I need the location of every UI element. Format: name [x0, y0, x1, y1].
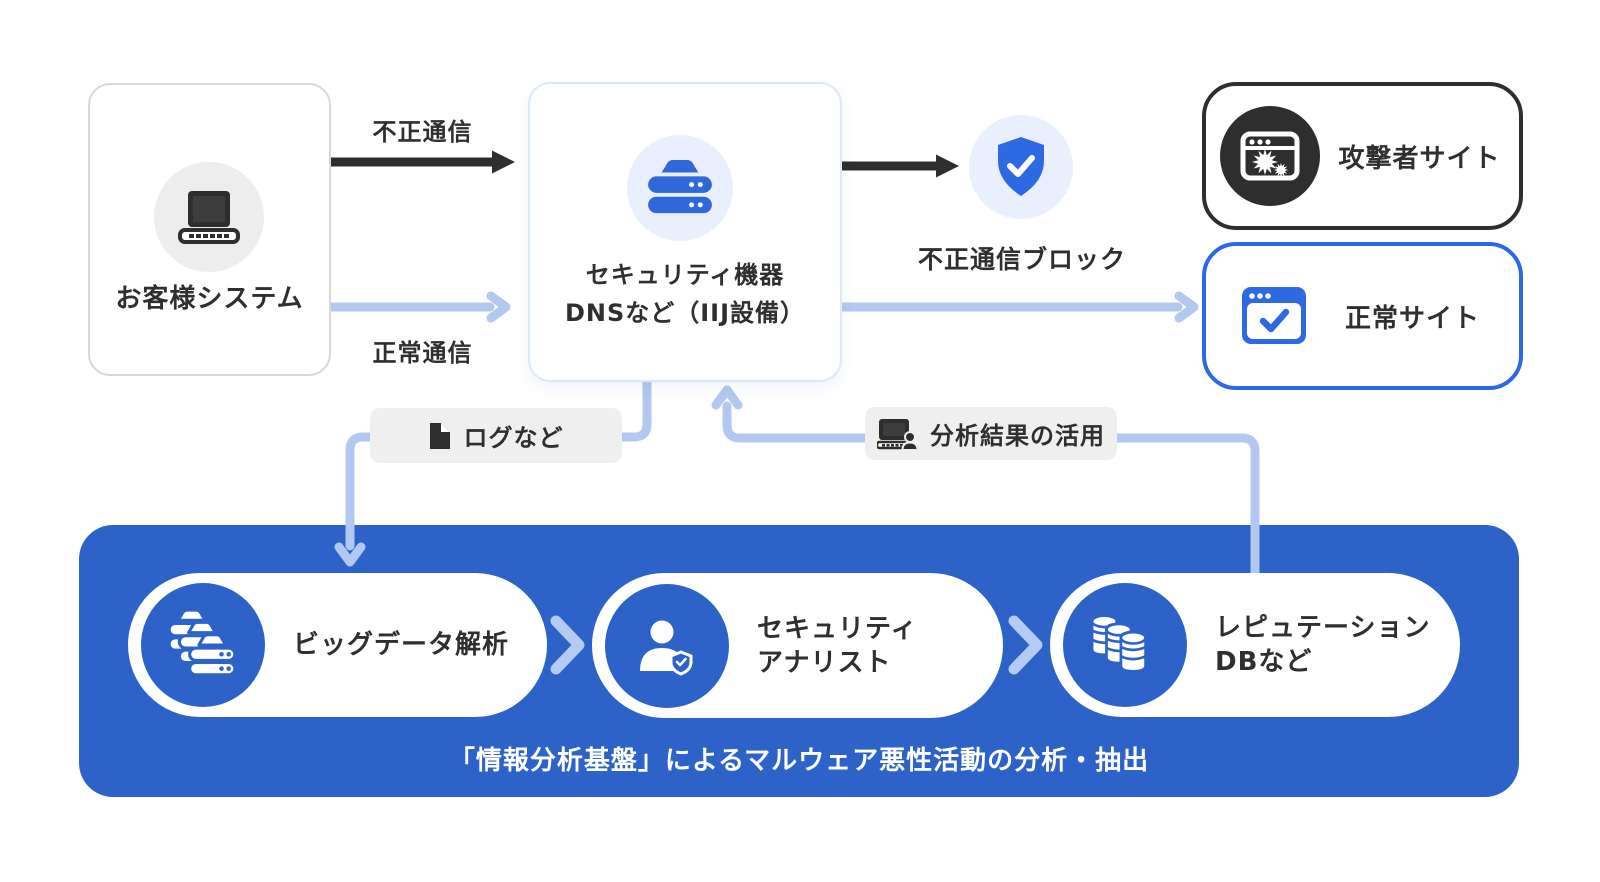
chevron-right-icon	[550, 615, 585, 675]
analyst-laptop-icon	[877, 418, 917, 450]
malware-browser-icon	[1220, 106, 1320, 206]
analysis-results-tag: 分析結果の活用	[865, 407, 1117, 460]
step-security-analyst: セキュリティ アナリスト	[592, 573, 1003, 718]
logs-tag: ログなど	[370, 408, 622, 463]
chevron-right-icon	[1008, 615, 1043, 675]
normal-site-label: 正常サイト	[1344, 303, 1480, 334]
step-reputation-db: レピュテーション DBなど	[1050, 573, 1460, 717]
step-label: レピュテーション DBなど	[1215, 613, 1431, 677]
verified-browser-icon	[1242, 287, 1306, 345]
shield-check-icon	[969, 115, 1073, 219]
security-device-label: セキュリティ機器 DNSなど（IIJ設備）	[564, 261, 806, 327]
security-analyst-icon	[605, 583, 729, 708]
laptop-icon	[154, 162, 264, 272]
block-label: 不正通信ブロック	[917, 245, 1126, 274]
node-attacker-site: 攻撃者サイト	[1202, 82, 1523, 230]
step-big-data-analysis: ビッグデータ解析	[128, 573, 547, 717]
document-icon	[429, 422, 451, 450]
normal-traffic-label: 正常通信	[372, 339, 473, 367]
step-label: ビッグデータ解析	[293, 630, 510, 660]
big-data-servers-icon	[141, 583, 265, 707]
malicious-traffic-label: 不正通信	[372, 118, 473, 146]
node-security-device: セキュリティ機器 DNSなど（IIJ設備）	[528, 82, 842, 382]
platform-caption: 「情報分析基盤」によるマルウェア悪性活動の分析・抽出	[448, 746, 1150, 776]
logs-label: ログなど	[463, 424, 564, 452]
node-normal-site: 正常サイト	[1202, 242, 1523, 390]
reputation-db-icon	[1063, 583, 1187, 707]
analysis-results-label: 分析結果の活用	[930, 422, 1105, 450]
node-customer-system: お客様システム	[88, 83, 331, 376]
attacker-site-label: 攻撃者サイト	[1338, 143, 1501, 174]
server-icon	[627, 135, 733, 241]
customer-label: お客様システム	[115, 284, 304, 314]
step-label: セキュリティ アナリスト	[757, 613, 918, 678]
